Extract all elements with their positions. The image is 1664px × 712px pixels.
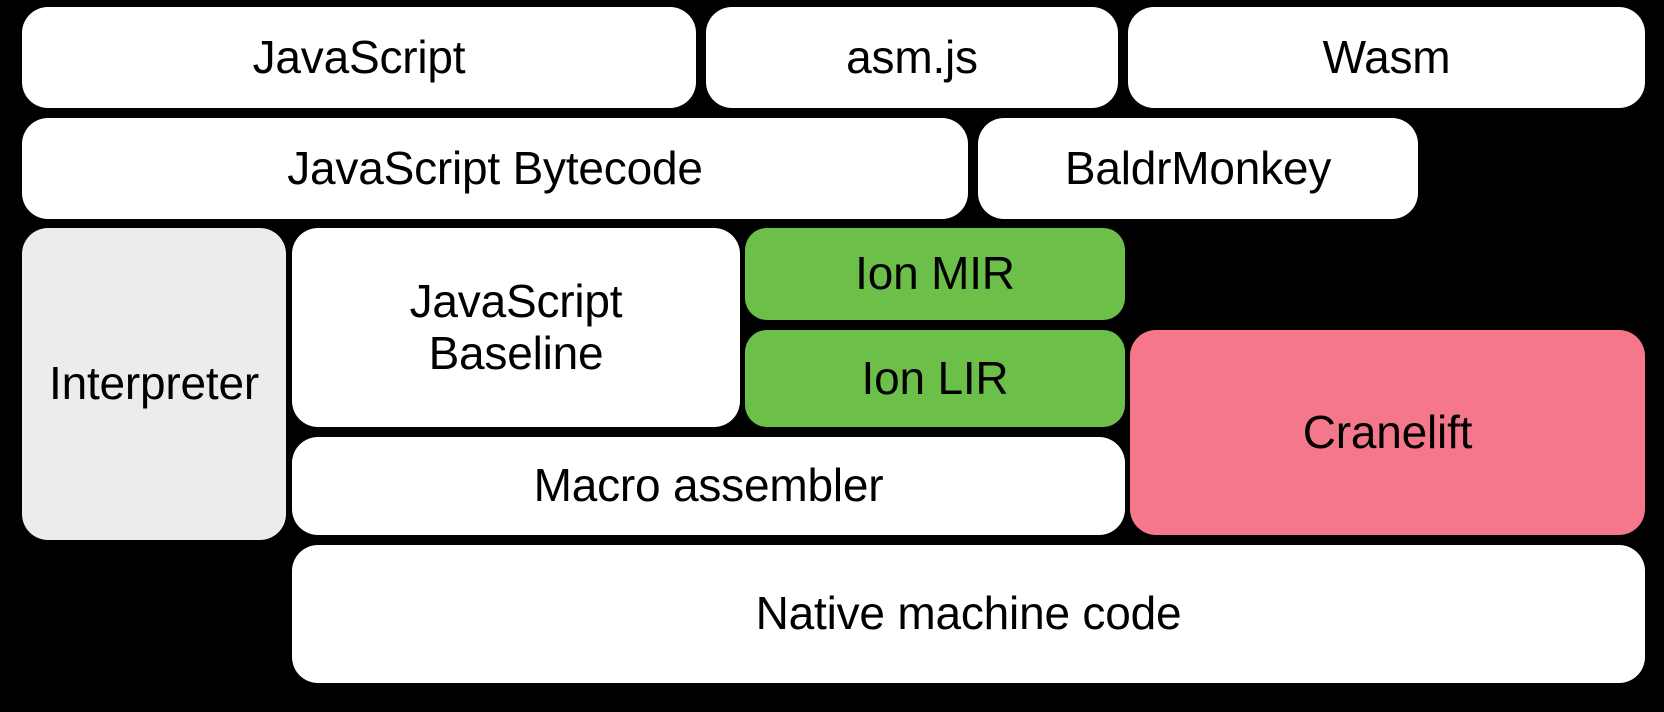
node-wasm[interactable]: Wasm (1128, 7, 1645, 108)
node-javascript-bytecode[interactable]: JavaScript Bytecode (22, 118, 968, 219)
node-ion-mir[interactable]: Ion MIR (745, 228, 1125, 320)
node-native-machine-code[interactable]: Native machine code (292, 545, 1645, 683)
node-javascript-baseline[interactable]: JavaScript Baseline (292, 228, 740, 427)
node-ion-lir[interactable]: Ion LIR (745, 330, 1125, 427)
node-macro-assembler[interactable]: Macro assembler (292, 437, 1125, 535)
node-interpreter[interactable]: Interpreter (22, 228, 286, 540)
node-baldrmonkey[interactable]: BaldrMonkey (978, 118, 1418, 219)
node-asm-js[interactable]: asm.js (706, 7, 1118, 108)
node-javascript[interactable]: JavaScript (22, 7, 696, 108)
node-cranelift[interactable]: Cranelift (1130, 330, 1645, 535)
